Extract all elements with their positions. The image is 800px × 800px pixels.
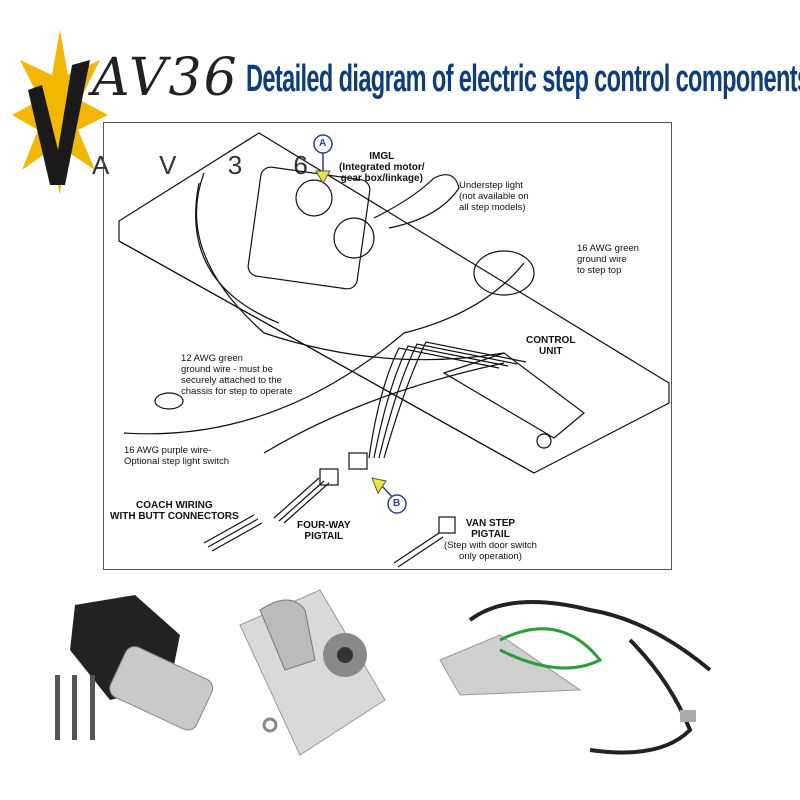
logo-subtext: A V 3 6 <box>92 150 330 180</box>
motor-gearbox <box>247 166 371 290</box>
motor-photo <box>55 595 214 740</box>
logo-text: AV36 <box>92 48 239 108</box>
callout-b <box>371 477 407 514</box>
callout-b-label: B <box>393 498 401 509</box>
control-unit <box>442 352 585 439</box>
control-unit-photo <box>439 600 712 755</box>
gearbox-photo <box>239 589 386 756</box>
product-photos <box>55 589 712 756</box>
logo-burst-icon <box>12 30 108 195</box>
page-title: Detailed diagram of electric step contro… <box>246 58 800 100</box>
diagram-drawing <box>118 132 670 568</box>
imgl-label: IMGL(Integrated motor/gear box/linkage) <box>339 151 425 184</box>
callout-a <box>313 134 333 184</box>
callout-a-label: A <box>319 138 327 149</box>
wiring-diagram: A B IMGL(Integrated motor/gear box/linka… <box>103 122 672 570</box>
purple-wire-label: 16 AWG purple wire-Optional step light s… <box>124 445 230 467</box>
understep-light <box>473 250 535 296</box>
step-platform <box>118 132 670 474</box>
